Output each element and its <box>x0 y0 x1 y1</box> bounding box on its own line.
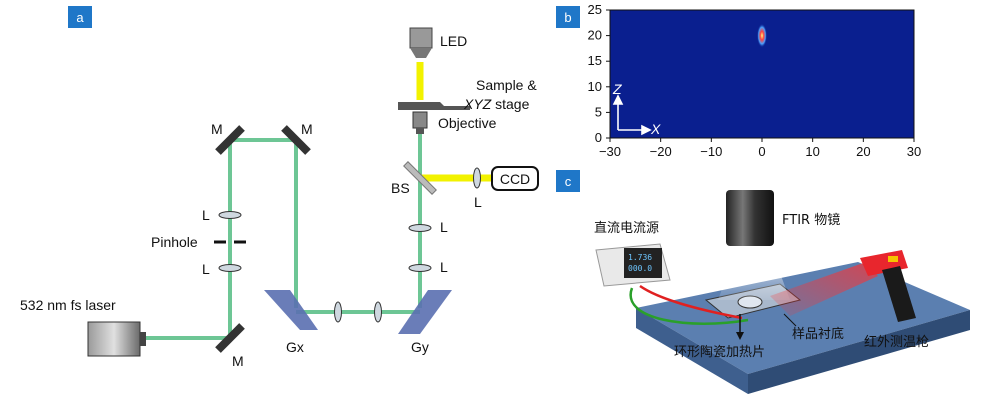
mirror-label: M <box>301 121 313 137</box>
laser-icon <box>87 321 141 357</box>
panel-c: c FTIR 物镜 红外测温枪 1.736 000.0 直流电流源 环形陶 <box>556 170 970 394</box>
ir-gun-display-icon <box>888 256 898 262</box>
panel-c-tag <box>556 170 580 192</box>
mirror-icon <box>281 125 311 155</box>
lens-label: L <box>202 261 210 277</box>
grating-y-label: Gy <box>411 339 429 355</box>
led-label: LED <box>440 33 467 49</box>
ccd-icon <box>491 166 539 191</box>
ir-beam <box>770 262 878 316</box>
x-tick-label: 30 <box>907 144 921 159</box>
x-tick-label: 20 <box>856 144 870 159</box>
heating-plate-side <box>748 310 970 394</box>
substrate-pointer <box>783 313 797 327</box>
panel-a-letter: a <box>76 10 84 25</box>
lens-icon <box>218 211 242 219</box>
mirror-icon <box>215 323 245 353</box>
lens-label: L <box>440 219 448 235</box>
grating-x-icon <box>264 290 318 330</box>
heating-plate-front <box>636 308 748 394</box>
grating-y-icon <box>398 290 452 334</box>
power-supply-readout-2: 000.0 <box>628 264 652 273</box>
heater-label: 环形陶瓷加热片 <box>674 344 765 360</box>
x-tick-label: −10 <box>700 144 722 159</box>
grating-x-label: Gx <box>286 339 304 355</box>
axis-arrows-icon <box>612 94 652 136</box>
stage-label: XYZ stage <box>463 96 530 112</box>
red-wire <box>639 284 743 320</box>
heatmap-hotspot <box>757 23 767 48</box>
heating-plate-top <box>636 262 970 374</box>
y-tick-label: 10 <box>588 79 602 94</box>
axis-x-label: X <box>650 121 661 137</box>
mirror-label: M <box>232 353 244 369</box>
lens-icon <box>408 264 432 272</box>
power-supply-label: 直流电流源 <box>594 221 659 236</box>
laser-label: 532 nm fs laser <box>20 297 116 313</box>
substrate-label: 样品衬底 <box>792 326 844 342</box>
lens-icon <box>408 224 432 232</box>
lens-label: L <box>440 259 448 275</box>
pinhole-label: Pinhole <box>151 234 198 250</box>
beam-splitter-label: BS <box>391 180 410 196</box>
power-supply-panel <box>624 248 662 278</box>
y-tick-label: 15 <box>588 53 602 68</box>
x-axis-ticks: −30 −20 −10 0 10 20 30 <box>599 138 921 159</box>
lens-icon <box>334 301 342 323</box>
beam-splitter-icon <box>403 161 437 195</box>
x-tick-label: −30 <box>599 144 621 159</box>
panel-b-letter: b <box>564 10 571 25</box>
x-tick-label: 10 <box>805 144 819 159</box>
panel-a: a 532 nm fs laser M M M L L <box>20 6 539 369</box>
y-tick-label: 20 <box>588 28 602 43</box>
y-tick-label: 5 <box>595 104 602 119</box>
y-tick-label: 25 <box>588 2 602 17</box>
objective-icon <box>412 111 428 129</box>
panel-b: b −30 −20 −10 0 10 20 30 0 5 10 15 20 25 Z X <box>556 2 921 159</box>
panel-c-letter: c <box>565 174 572 189</box>
green-wire <box>629 287 749 325</box>
lens-icon <box>473 167 481 189</box>
axis-z-label: Z <box>612 81 622 97</box>
objective-label: Objective <box>438 115 497 131</box>
lens-label: L <box>202 207 210 223</box>
mirror-label: M <box>211 121 223 137</box>
lens-icon <box>218 264 242 272</box>
x-tick-label: −20 <box>650 144 672 159</box>
y-tick-label: 0 <box>595 130 602 145</box>
lens-label: L <box>474 194 482 210</box>
ftir-light-cone <box>718 246 790 300</box>
mirror-icon <box>215 125 245 155</box>
ir-gun-handle-icon <box>882 266 916 322</box>
ccd-label: CCD <box>500 171 530 187</box>
led-icon <box>409 27 433 49</box>
y-axis-ticks: 0 5 10 15 20 25 <box>588 2 610 145</box>
laser-aperture-icon <box>140 332 146 346</box>
led-lens-icon <box>410 48 432 58</box>
panel-b-tag <box>556 6 580 28</box>
sample-label: Sample & <box>476 77 537 93</box>
power-supply-readout-1: 1.736 <box>628 253 652 262</box>
green-beam-path <box>145 118 422 340</box>
objective-tip-icon <box>416 128 424 134</box>
sample-stage-icon <box>398 102 470 110</box>
ftir-label: FTIR 物镜 <box>782 213 840 228</box>
panel-a-tag <box>68 6 92 28</box>
ftir-objective-icon <box>726 190 774 246</box>
heater-arrow-icon <box>736 332 744 340</box>
x-tick-label: 0 <box>758 144 765 159</box>
ir-gun-label: 红外测温枪 <box>864 334 929 350</box>
lens-icon <box>374 301 382 323</box>
